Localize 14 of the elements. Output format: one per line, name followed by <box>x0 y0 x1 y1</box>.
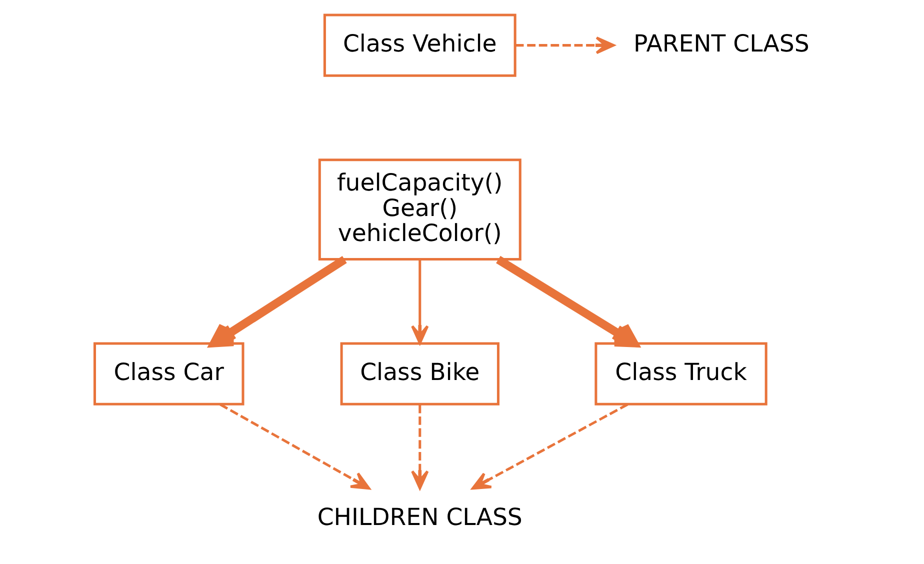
node-box: fuelCapacity() Gear() vehicleColor() <box>318 158 522 261</box>
node-box: Class Vehicle <box>323 14 516 77</box>
arrow <box>210 256 347 348</box>
arrow <box>496 256 638 348</box>
node-text: CHILDREN CLASS <box>317 502 522 531</box>
arrow <box>515 36 615 54</box>
arrow <box>472 403 628 490</box>
arrow <box>411 404 429 490</box>
node-box: Class Truck <box>594 342 768 406</box>
arrow <box>220 403 370 490</box>
node-box: Class Bike <box>340 342 500 406</box>
arrow <box>411 260 429 344</box>
node-text: PARENT CLASS <box>634 30 810 58</box>
node-box: Class Car <box>93 342 244 406</box>
